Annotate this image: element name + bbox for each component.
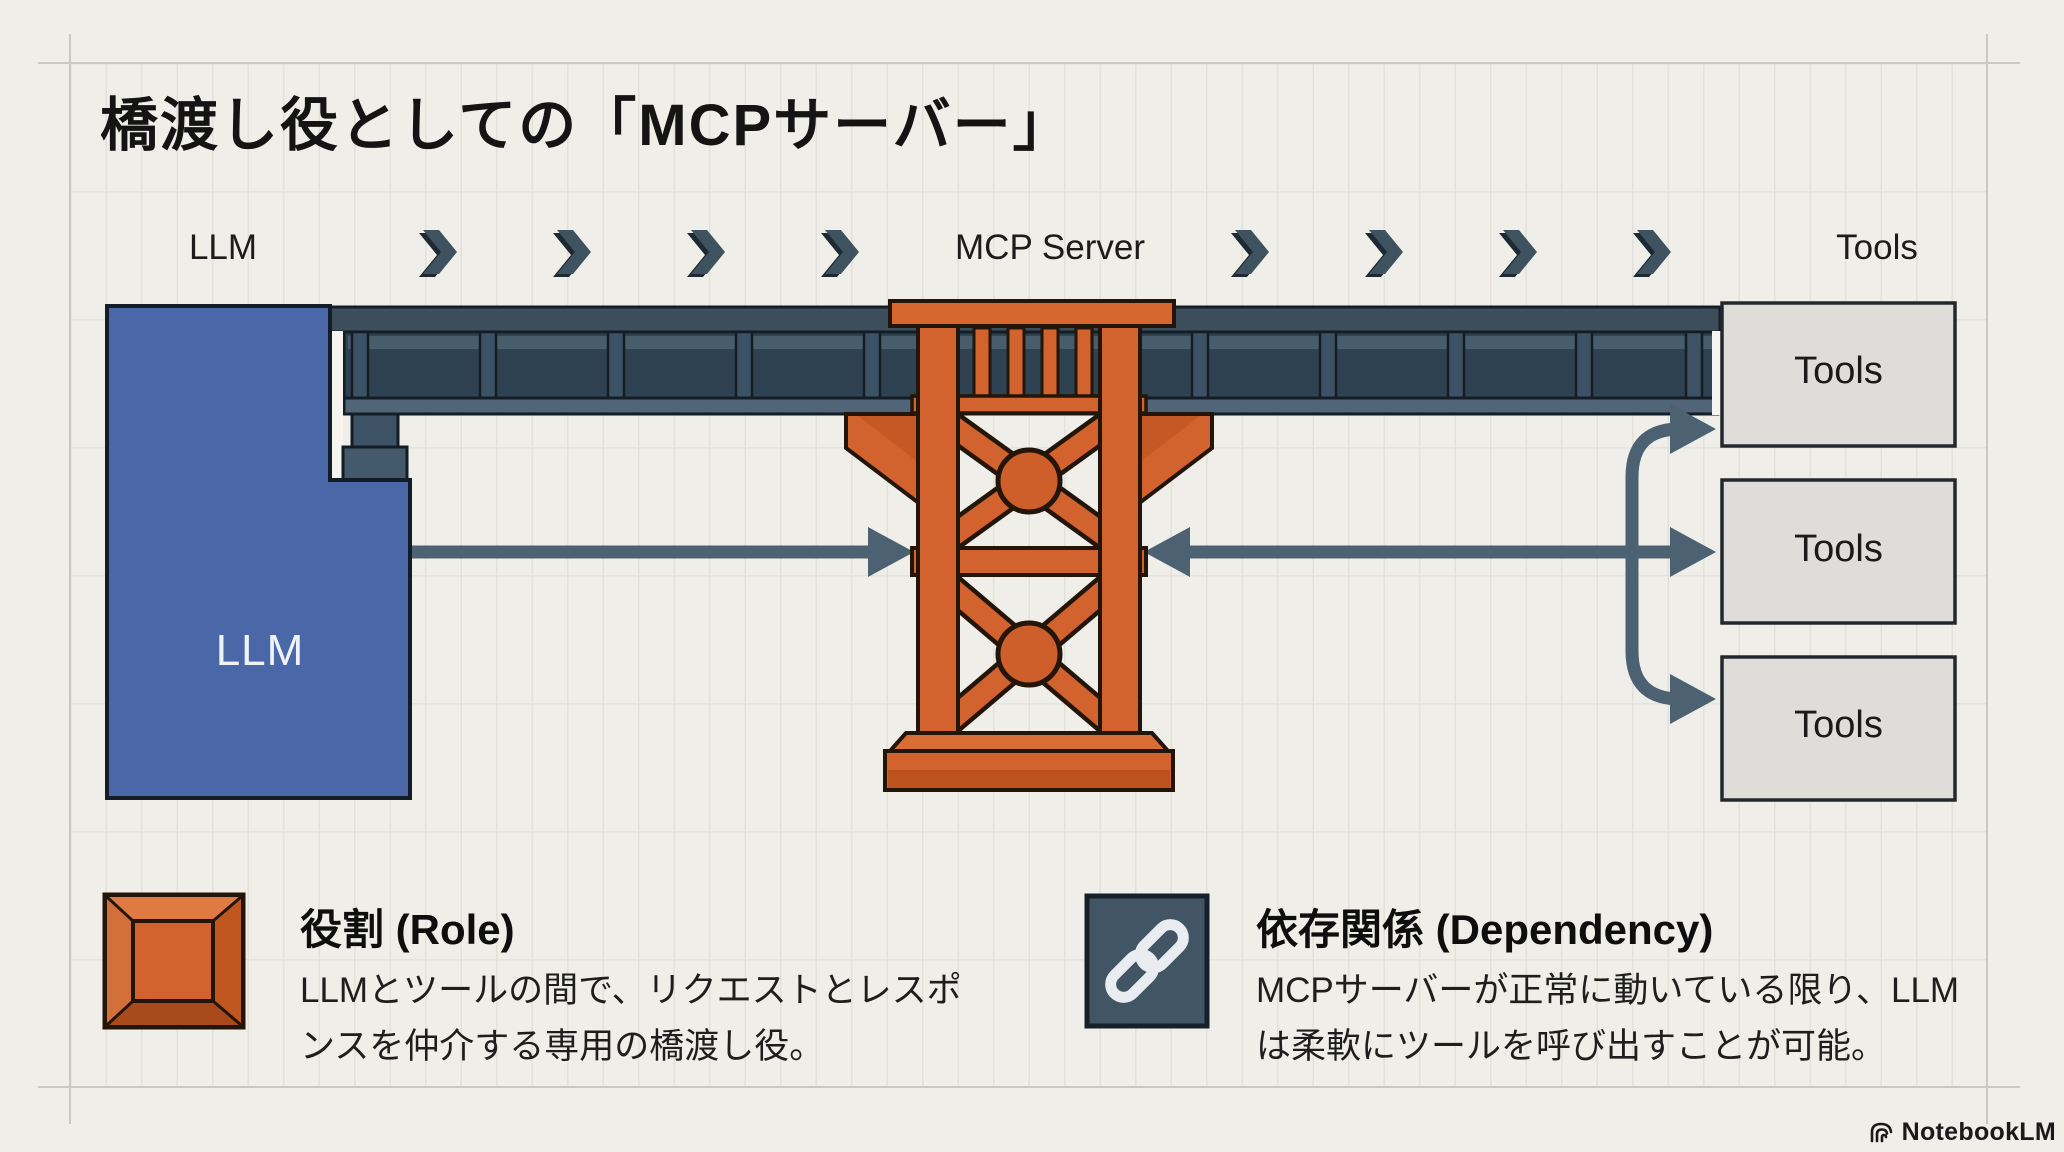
branding-label: NotebookLM: [1901, 1118, 2056, 1146]
role-icon: [102, 892, 246, 1030]
deck-posts: [350, 330, 1704, 400]
chevron-right-icon: [551, 226, 595, 278]
llm-block-label: LLM: [215, 626, 305, 675]
flow-label-tools: Tools: [1836, 228, 1918, 267]
tools-box-2: [1720, 478, 1957, 625]
legend-dependency-body: MCPサーバーが正常に動いている限り、LLM: [1256, 971, 1960, 1010]
legend-dependency-title: 依存関係 (Dependency): [1256, 906, 1714, 953]
grid-margin-left: [69, 34, 71, 1124]
tools-box-1: [1720, 301, 1957, 448]
tools-box-label: Tools: [1794, 350, 1883, 392]
chevron-right-icon: [685, 226, 729, 278]
legend-role-title: 役割 (Role): [300, 906, 515, 953]
grid-margin-top: [38, 62, 2020, 64]
chevron-right-icon: [1497, 226, 1541, 278]
grid-margin-right: [1986, 34, 1988, 1124]
branding: NotebookLM: [1860, 1118, 2056, 1147]
request-arrow: [412, 527, 914, 577]
llm-block: [105, 304, 412, 800]
tools-box-label: Tools: [1794, 528, 1883, 570]
flow-arrows: [412, 404, 1716, 724]
flow-label-llm: LLM: [188, 228, 258, 267]
chevron-right-icon: [417, 226, 461, 278]
tower-mullions: [972, 326, 1094, 402]
legend-role-body: LLMとツールの間で、リクエストとレスポ: [300, 971, 962, 1010]
chevron-right-icon: [1229, 226, 1273, 278]
page-title: 橋渡し役としての「MCPサーバー」: [100, 93, 1073, 158]
mcp-tower: [844, 299, 1214, 792]
dependency-icon: [1084, 893, 1210, 1029]
tools-branch-connector: [1625, 404, 1716, 724]
response-arrow: [1144, 527, 1674, 577]
chevron-right-icon: [1363, 226, 1407, 278]
tools-boxes: [1720, 301, 1957, 802]
legend-role-body: ンスを仲介する専用の橋渡し役。: [300, 1027, 825, 1066]
legend-dependency-body: は柔軟にツールを呼び出すことが可能。: [1256, 1027, 1887, 1066]
flow-label-mcp-server: MCP Server: [955, 228, 1145, 267]
chevron-right-icon: [1631, 226, 1675, 278]
chain-link-icon: [1105, 919, 1189, 1003]
notebooklm-logo-icon: [1870, 1122, 1892, 1142]
tools-box-label: Tools: [1794, 704, 1883, 746]
bearing-block: [341, 412, 409, 482]
chevron-right-icon: [819, 226, 863, 278]
tools-box-3: [1720, 655, 1957, 802]
grid-margin-bottom: [38, 1086, 2020, 1088]
